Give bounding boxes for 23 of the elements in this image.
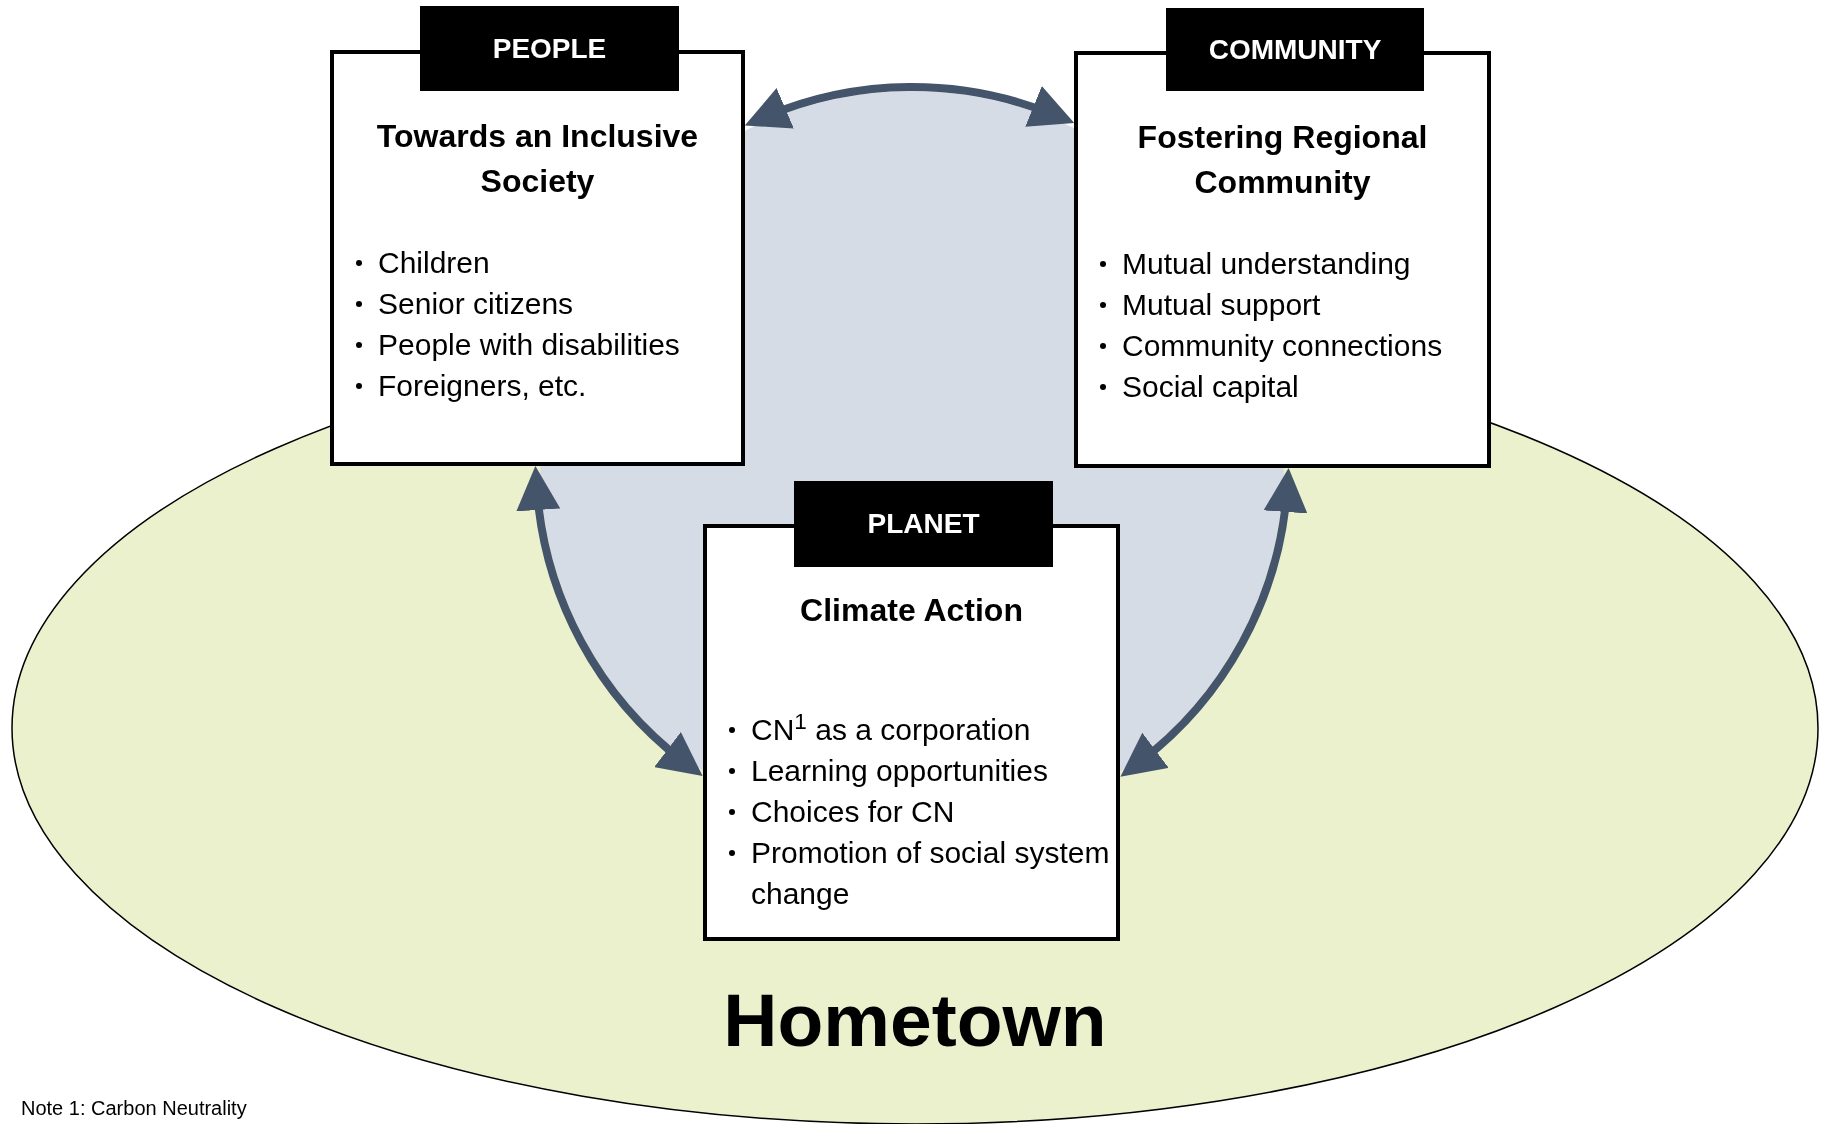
bullet-item: Children bbox=[378, 245, 490, 281]
bullet-item: CN$^{1}$ as a corporation bbox=[751, 709, 1031, 748]
bullet-item: People with disabilities bbox=[378, 327, 680, 363]
bullet-item: Mutual understanding bbox=[1122, 246, 1411, 282]
bullet-item: Learning opportunities bbox=[751, 753, 1048, 789]
bullet-item: Choices for CN bbox=[751, 794, 955, 830]
bullet-item: Promotion of social system change bbox=[751, 835, 1111, 912]
box-title: Towards an Inclusive Society bbox=[375, 117, 700, 201]
category-tab: PLANET bbox=[794, 481, 1053, 567]
category-tab: COMMUNITY bbox=[1166, 8, 1424, 91]
bullet-item: Mutual support bbox=[1122, 287, 1321, 323]
region-title: Hometown bbox=[723, 983, 1107, 1058]
bullet-item: Foreigners, etc. bbox=[378, 368, 587, 404]
category-tab: PEOPLE bbox=[420, 6, 679, 91]
double-arrow bbox=[517, 466, 702, 778]
box-title: Climate Action bbox=[799, 591, 1024, 630]
double-arrow bbox=[1121, 468, 1306, 778]
box-title: Fostering Regional Community bbox=[1136, 118, 1429, 202]
bullet-item: Senior citizens bbox=[378, 286, 574, 322]
bullet-item: Community connections bbox=[1122, 328, 1443, 364]
footnote: Note 1: Carbon Neutrality bbox=[21, 1096, 247, 1121]
bullet-item: Social capital bbox=[1122, 369, 1299, 405]
double-arrow bbox=[744, 83, 1075, 131]
